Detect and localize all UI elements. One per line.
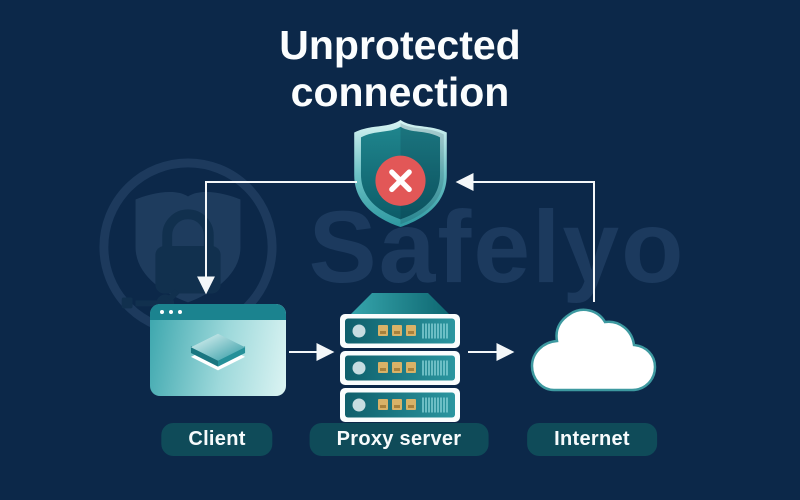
- window-dot-icon: [160, 310, 164, 314]
- server-unit: [339, 387, 461, 422]
- browser-window-icon: [150, 304, 286, 396]
- page-title: Unprotected connection: [279, 22, 521, 115]
- window-dot-icon: [169, 310, 173, 314]
- layers-stack-icon: [190, 333, 246, 371]
- cloud-icon: [530, 308, 657, 392]
- server-unit: [339, 313, 461, 349]
- window-titlebar: [150, 304, 286, 320]
- window-dot-icon: [178, 310, 182, 314]
- label-client: Client: [161, 423, 273, 456]
- shield-blocked-icon: [354, 120, 447, 228]
- x-icon: [389, 169, 412, 193]
- server-rack-icon: [339, 293, 461, 422]
- server-unit: [339, 350, 461, 386]
- label-internet: Internet: [527, 423, 657, 456]
- label-proxy-server: Proxy server: [309, 423, 489, 456]
